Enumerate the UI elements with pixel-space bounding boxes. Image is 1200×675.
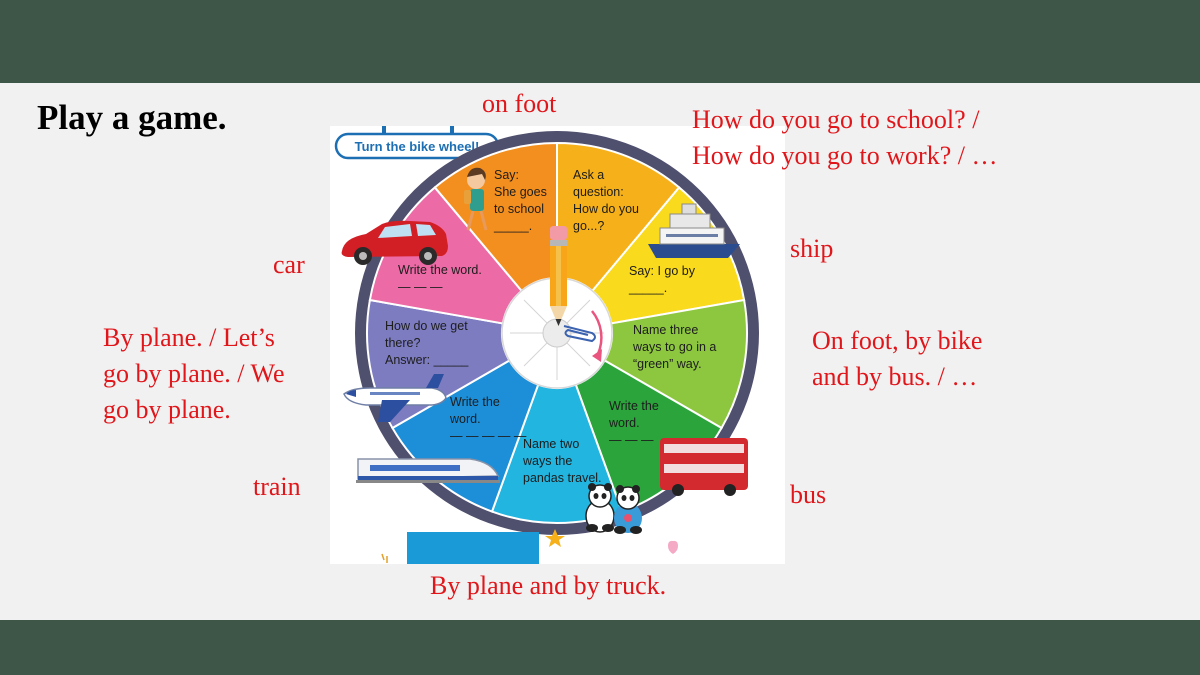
slide-title: Play a game. <box>37 98 227 137</box>
wheel-segment-text: — — — <box>609 433 654 447</box>
pandas-icon <box>585 483 642 534</box>
wheel-segment-text: — — — — — <box>450 429 527 443</box>
answer-bus: bus <box>790 480 827 509</box>
wheel-segment-labels: Say: She goes to school _____. Ask a question… <box>385 168 716 485</box>
answer-question-line-2: How do you go to work? / … <box>692 141 998 170</box>
bike-wheel-illustration: Turn the bike wheel! Say: She goes to scho… <box>334 126 759 563</box>
wheel-segment-text: Write the word. <box>398 263 482 277</box>
answer-pandas: By plane and by truck. <box>430 571 667 600</box>
wheel-segment-text: Write the <box>450 395 500 409</box>
answer-green-line-1: On foot, by bike <box>812 326 983 355</box>
spin-arrow-icon <box>591 310 603 355</box>
answer-train: train <box>253 472 301 501</box>
wheel-segment-text: She goes <box>494 185 547 199</box>
wheel-segment-text: there? <box>385 336 420 350</box>
sparkle-icon <box>381 553 388 563</box>
wheel-segment-text: question: <box>573 185 624 199</box>
pencil-pointer-icon <box>550 226 567 326</box>
banner-label: Turn the bike wheel! <box>355 139 480 154</box>
answer-plane-line-2: go by plane. / We <box>103 359 285 388</box>
wheel-segment-text: Say: I go by <box>629 264 696 278</box>
wheel-segment-text: How do we get <box>385 319 468 333</box>
train-icon <box>356 458 500 483</box>
plane-icon <box>343 374 447 422</box>
car-icon <box>341 220 448 265</box>
bike-wheel-game: Turn the bike wheel! Say: She goes to scho… <box>330 126 785 564</box>
blue-answer-box <box>407 532 539 564</box>
heart-icon <box>668 540 678 554</box>
answer-car: car <box>273 250 305 279</box>
wheel-segment-text: word. <box>449 412 481 426</box>
wheel-segment-text: Ask a <box>573 168 604 182</box>
paper-clip-icon <box>563 325 596 343</box>
answer-question-line-1: How do you go to school? / <box>692 105 980 134</box>
wheel-segment-text: Say: <box>494 168 519 182</box>
wheel-segment-text: go...? <box>573 219 604 233</box>
wheel-segment-text: Name two <box>523 437 579 451</box>
wheel-segment-text: How do you <box>573 202 639 216</box>
wheel-segment-text: — — — <box>398 280 443 294</box>
wheel-segment-text: ways to go in a <box>632 340 716 354</box>
wheel-segment-text: Name three <box>633 323 698 337</box>
wheel-segment-text: to school <box>494 202 544 216</box>
bus-icon <box>660 438 748 496</box>
turn-wheel-banner: Turn the bike wheel! <box>334 132 500 160</box>
answer-plane-line-1: By plane. / Let’s <box>103 323 275 352</box>
wheel-segment-text: pandas travel. <box>523 471 602 485</box>
wheel-segment-text: Answer: _____ <box>385 353 469 367</box>
wheel-segment-text: _____. <box>493 219 532 233</box>
star-icon <box>545 529 565 547</box>
wheel-segment-text: _____. <box>628 281 667 295</box>
bottom-frame-bar <box>0 620 1200 675</box>
wheel-segment-text: Write the <box>609 399 659 413</box>
wheel-segment-text: ways the <box>522 454 572 468</box>
walking-girl-icon <box>464 167 488 231</box>
ship-icon <box>648 203 740 258</box>
answer-green-line-2: and by bus. / … <box>812 362 978 391</box>
answer-plane-line-3: go by plane. <box>103 395 231 424</box>
wheel-segment-text: “green” way. <box>633 357 702 371</box>
top-frame-bar <box>0 0 1200 83</box>
wheel-segment-text: word. <box>608 416 640 430</box>
answer-on-foot: on foot <box>482 89 557 118</box>
answer-ship: ship <box>790 234 834 263</box>
